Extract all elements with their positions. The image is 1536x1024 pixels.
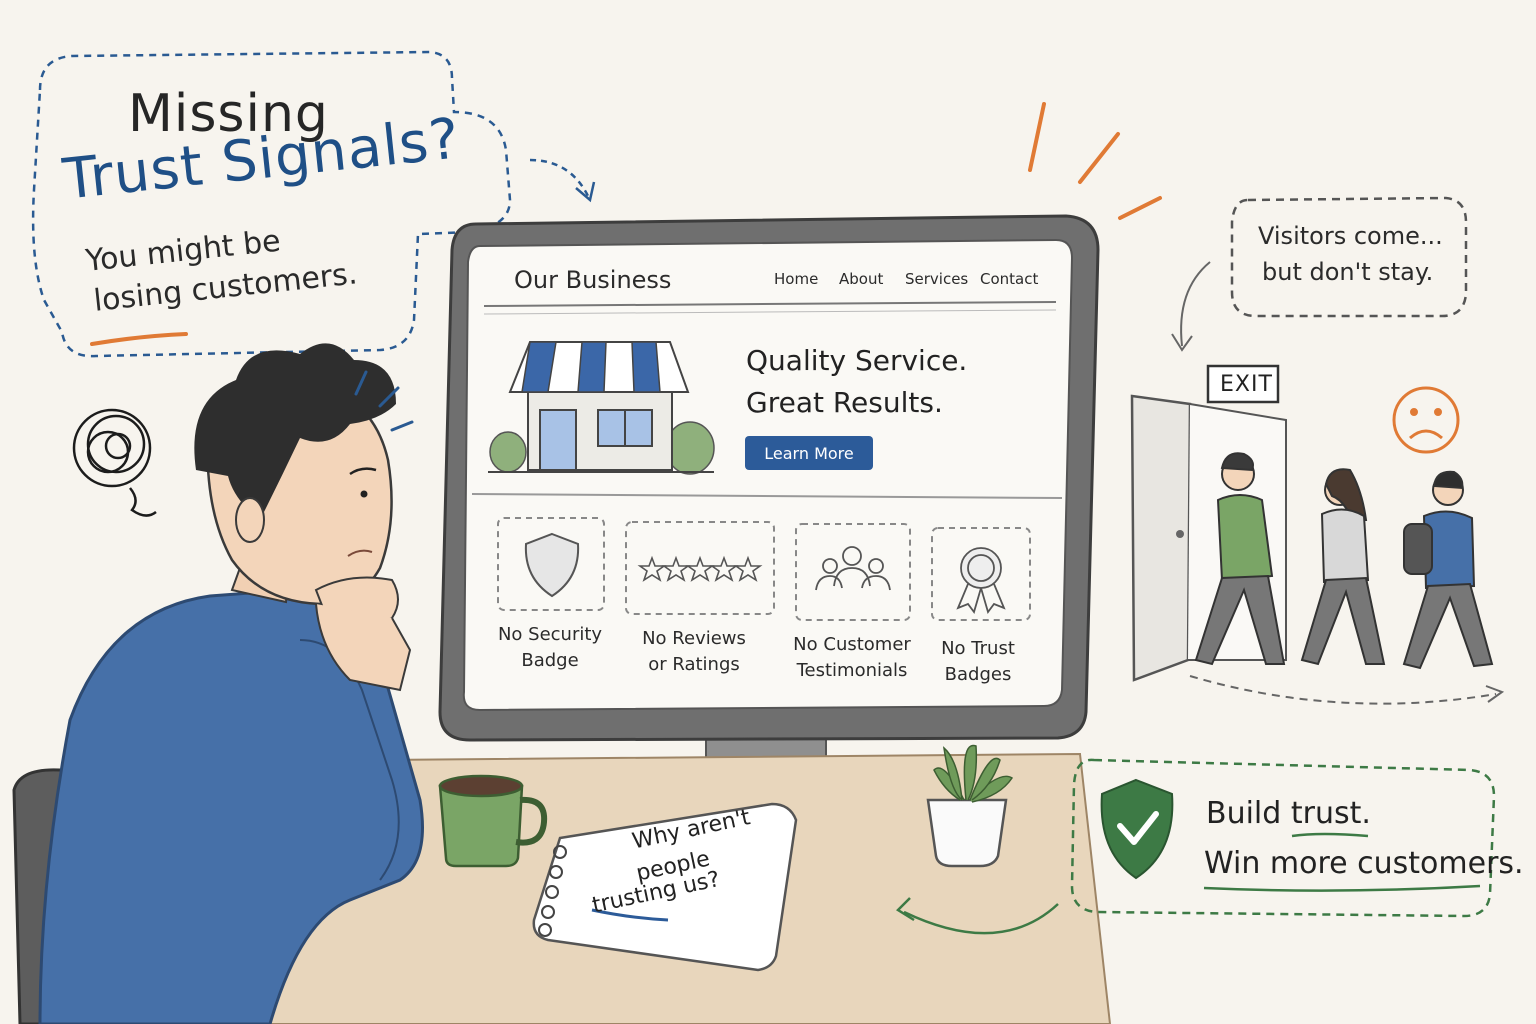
hero-line1: Quality Service.: [746, 344, 968, 377]
exit-sign-label: EXIT: [1220, 372, 1273, 397]
trust-caption-line2: Badges: [944, 664, 1012, 685]
trust-underline: [1291, 832, 1369, 838]
award-ribbon-icon: [956, 547, 1006, 614]
trust-caption-line1: No Security: [497, 624, 603, 645]
trust-caption-line1: No Reviews: [642, 628, 746, 649]
trust-caption-badges: No Trust Badges: [898, 636, 1058, 688]
notebook: [532, 802, 798, 972]
visitor-bubble-outline: [1230, 196, 1468, 318]
nav-home[interactable]: Home: [774, 270, 819, 288]
trust-caption-testimonials: No Customer Testimonials: [772, 632, 932, 684]
return-arrow: [903, 903, 1059, 935]
learn-more-button[interactable]: Learn More: [745, 436, 873, 470]
confusion-scribble-icon: [72, 408, 157, 517]
site-brand: Our Business: [514, 266, 672, 294]
visitor-arrow: [1180, 261, 1211, 347]
build-trust-line1: Build trust.: [1206, 796, 1371, 831]
shop-illustration: [488, 341, 715, 475]
alert-strokes: [1028, 102, 1162, 220]
trust-caption-line2: Testimonials: [796, 660, 908, 681]
trust-caption-line2: Badge: [521, 650, 579, 671]
walking-path: [1189, 675, 1497, 705]
bubble-title-missing: Missing: [128, 84, 329, 144]
trust-caption-line1: No Trust: [941, 638, 1015, 659]
nav-about[interactable]: About: [839, 270, 884, 288]
losing-underline: [90, 332, 188, 346]
sad-face-icon: [1392, 386, 1460, 454]
trust-caption-line1: No Customer: [793, 634, 911, 655]
plant-icon: [926, 744, 1014, 868]
stars-icon: [637, 555, 763, 582]
customers-underline: [1203, 884, 1481, 892]
exit-sign: [1206, 364, 1280, 404]
trust-caption-line2: or Ratings: [648, 654, 740, 675]
bubble-arrow: [529, 158, 590, 197]
people-icon: [815, 546, 891, 591]
visitors-line2: but don't stay.: [1262, 258, 1434, 286]
hero-line2: Great Results.: [746, 386, 943, 419]
build-trust-line2: Win more customers.: [1204, 846, 1524, 881]
shield-icon: [524, 532, 580, 598]
nav-contact[interactable]: Contact: [980, 270, 1039, 288]
visitor-blue: [1402, 470, 1494, 670]
trust-caption-reviews: No Reviews or Ratings: [614, 626, 774, 678]
build-trust-box-outline: [1070, 758, 1496, 918]
trust-caption-security: No Security Badge: [470, 622, 630, 674]
trust-placeholders: [497, 517, 1031, 621]
visitors-line1: Visitors come...: [1258, 222, 1443, 250]
visitor-green: [1194, 452, 1286, 666]
visitor-gray: [1300, 468, 1386, 666]
trusting-underline: [591, 908, 669, 922]
person-figure: [38, 343, 424, 1024]
coffee-mug-icon: [438, 774, 548, 868]
green-shield-check-icon: [1100, 778, 1174, 880]
nav-services[interactable]: Services: [905, 270, 969, 288]
